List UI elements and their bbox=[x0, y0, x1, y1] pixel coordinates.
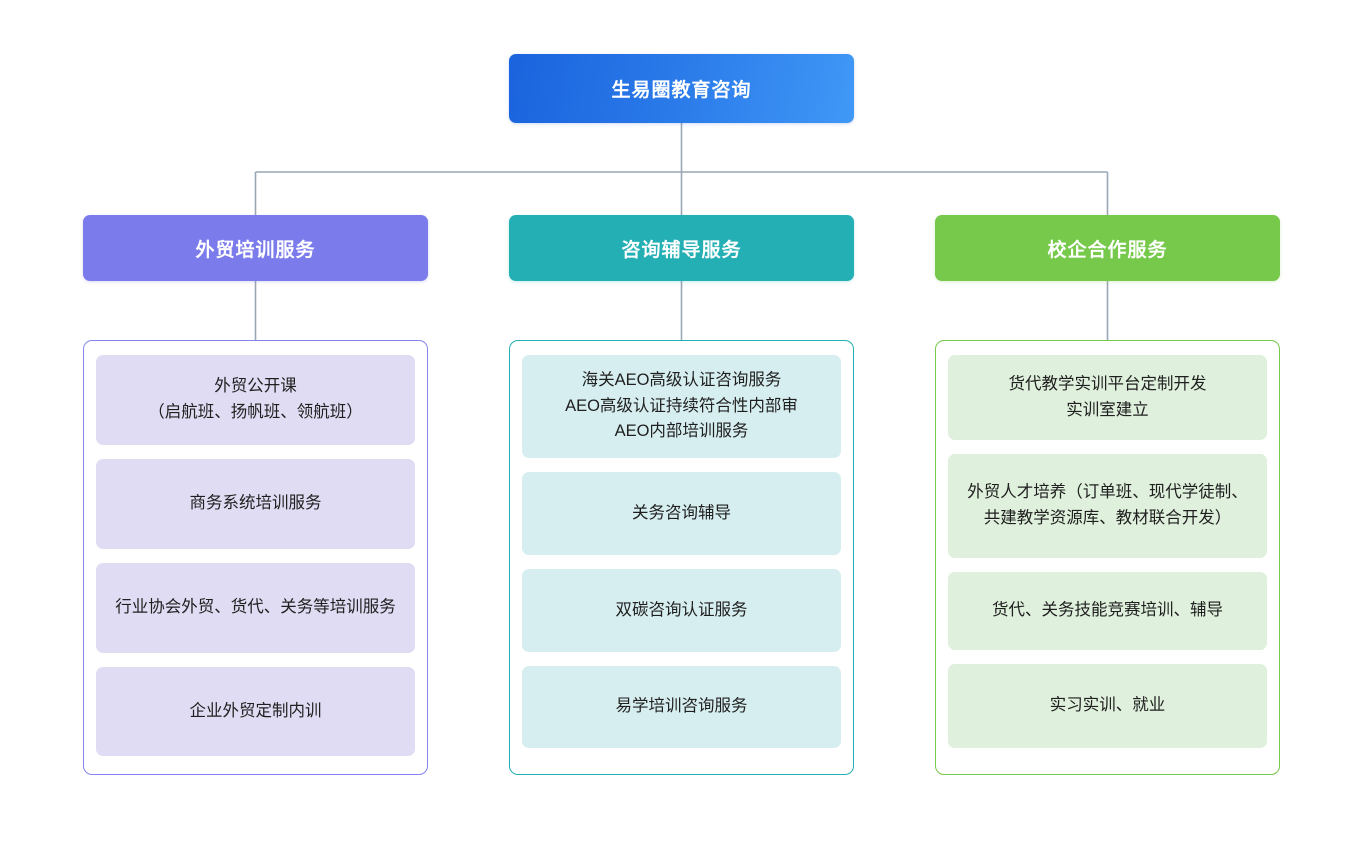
service-item[interactable]: 货代、关务技能竞赛培训、辅导 bbox=[948, 572, 1267, 650]
root-node[interactable]: 生易圈教育咨询 bbox=[509, 54, 854, 123]
service-item[interactable]: 实习实训、就业 bbox=[948, 664, 1267, 748]
service-item[interactable]: 外贸公开课 （启航班、扬帆班、领航班） bbox=[96, 355, 415, 445]
service-item[interactable]: 货代教学实训平台定制开发 实训室建立 bbox=[948, 355, 1267, 440]
branch-group-咨询辅导服务: 海关AEO高级认证咨询服务 AEO高级认证持续符合性内部审 AEO内部培训服务 … bbox=[509, 340, 854, 775]
branch-group-外贸培训服务: 外贸公开课 （启航班、扬帆班、领航班） 商务系统培训服务 行业协会外贸、货代、关… bbox=[83, 340, 428, 775]
branch-group-校企合作服务: 货代教学实训平台定制开发 实训室建立 外贸人才培养（订单班、现代学徒制、共建教学… bbox=[935, 340, 1280, 775]
branch-header-label: 外贸培训服务 bbox=[195, 239, 316, 261]
branch-header-校企合作服务[interactable]: 校企合作服务 bbox=[935, 215, 1280, 281]
branch-header-label: 咨询辅导服务 bbox=[621, 239, 742, 261]
service-item[interactable]: 双碳咨询认证服务 bbox=[522, 569, 841, 652]
branch-header-外贸培训服务[interactable]: 外贸培训服务 bbox=[83, 215, 428, 281]
service-item[interactable]: 外贸人才培养（订单班、现代学徒制、共建教学资源库、教材联合开发） bbox=[948, 454, 1267, 558]
service-item[interactable]: 企业外贸定制内训 bbox=[96, 667, 415, 756]
branch-header-咨询辅导服务[interactable]: 咨询辅导服务 bbox=[509, 215, 854, 281]
service-item[interactable]: 海关AEO高级认证咨询服务 AEO高级认证持续符合性内部审 AEO内部培训服务 bbox=[522, 355, 841, 458]
branch-header-label: 校企合作服务 bbox=[1047, 239, 1168, 261]
service-item[interactable]: 关务咨询辅导 bbox=[522, 472, 841, 555]
service-item[interactable]: 行业协会外贸、货代、关务等培训服务 bbox=[96, 563, 415, 653]
service-item[interactable]: 易学培训咨询服务 bbox=[522, 666, 841, 748]
root-node-label: 生易圈教育咨询 bbox=[611, 80, 752, 101]
service-item[interactable]: 商务系统培训服务 bbox=[96, 459, 415, 549]
